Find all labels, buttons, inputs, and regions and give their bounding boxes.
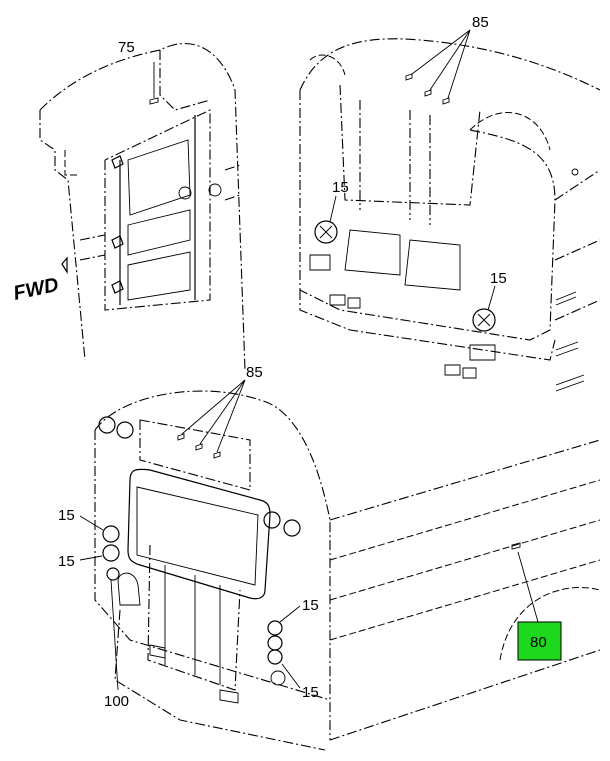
callout-100: 100 [104,693,129,710]
callout-80[interactable]: 80 [530,634,547,651]
front-bus-view [299,29,601,392]
callout-15-rear-left-mid: 15 [58,553,75,570]
highlight-box[interactable] [517,621,562,661]
callout-85-bottom: 85 [246,364,263,381]
callout-15-rear-right-bottom: 15 [302,684,319,701]
callout-75: 75 [118,39,135,56]
callout-15-rear-left-top: 15 [58,507,75,524]
svg-text:FWD: FWD [11,274,60,305]
callout-15-front-left: 15 [332,179,349,196]
callout-85-top: 85 [472,14,489,31]
callout-15-rear-right-top: 15 [302,597,319,614]
callout-80-highlight[interactable]: 80 [517,621,562,661]
side-door-view [39,43,246,371]
callout-15-front-right: 15 [490,270,507,287]
rear-bus-view [79,379,601,751]
fwd-indicator: FWD [11,256,68,305]
